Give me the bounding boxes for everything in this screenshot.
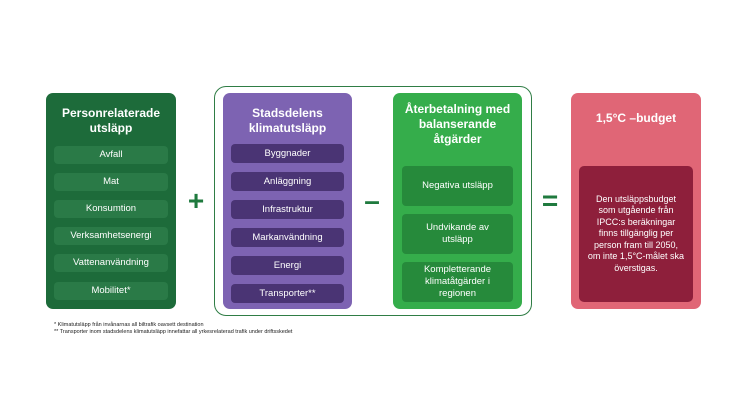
- footnote-1: * Klimatutsläpp från invånarnas all bilt…: [54, 322, 204, 328]
- list-item: Undvikande av utsläpp: [402, 214, 513, 254]
- card-person-emissions-title: Personrelaterade utsläpp: [61, 106, 161, 135]
- list-item: Mobilitet*: [54, 282, 168, 300]
- plus-operator: +: [187, 185, 205, 216]
- card-person-emissions: Personrelaterade utsläpp Avfall Mat Kons…: [46, 93, 176, 309]
- card-district-emissions-title: Stadsdelens klimatutsläpp: [248, 106, 327, 135]
- list-item: Mat: [54, 173, 168, 191]
- equals-operator: =: [541, 185, 559, 216]
- minus-operator: –: [364, 185, 380, 216]
- budget-description: Den utsläppsbudget som utgående från IPC…: [579, 166, 693, 302]
- list-item: Verksamhetsenergi: [54, 227, 168, 245]
- list-item: Energi: [231, 256, 344, 275]
- list-item: Konsumtion: [54, 200, 168, 218]
- card-district-emissions: Stadsdelens klimatutsläpp Byggnader Anlä…: [223, 93, 352, 309]
- list-item: Byggnader: [231, 144, 344, 163]
- list-item: Avfall: [54, 146, 168, 164]
- footnote-2: ** Transporter inom stadsdelens klimatut…: [54, 329, 293, 335]
- list-item: Negativa utsläpp: [402, 166, 513, 206]
- card-budget-title: 1,5°C –budget: [595, 111, 677, 125]
- list-item: Kompletterande klimatåtgärder i regionen: [402, 262, 513, 302]
- list-item: Transporter**: [231, 284, 344, 303]
- card-compensation-title: Återbetalning med balanserande åtgärder: [404, 102, 511, 146]
- card-compensation: Återbetalning med balanserande åtgärder …: [393, 93, 522, 309]
- list-item: Infrastruktur: [231, 200, 344, 219]
- list-item: Vattenanvändning: [54, 254, 168, 272]
- list-item: Anläggning: [231, 172, 344, 191]
- group-outline: [214, 86, 532, 316]
- list-item: Markanvändning: [231, 228, 344, 247]
- card-budget: 1,5°C –budget Den utsläppsbudget som utg…: [571, 93, 701, 309]
